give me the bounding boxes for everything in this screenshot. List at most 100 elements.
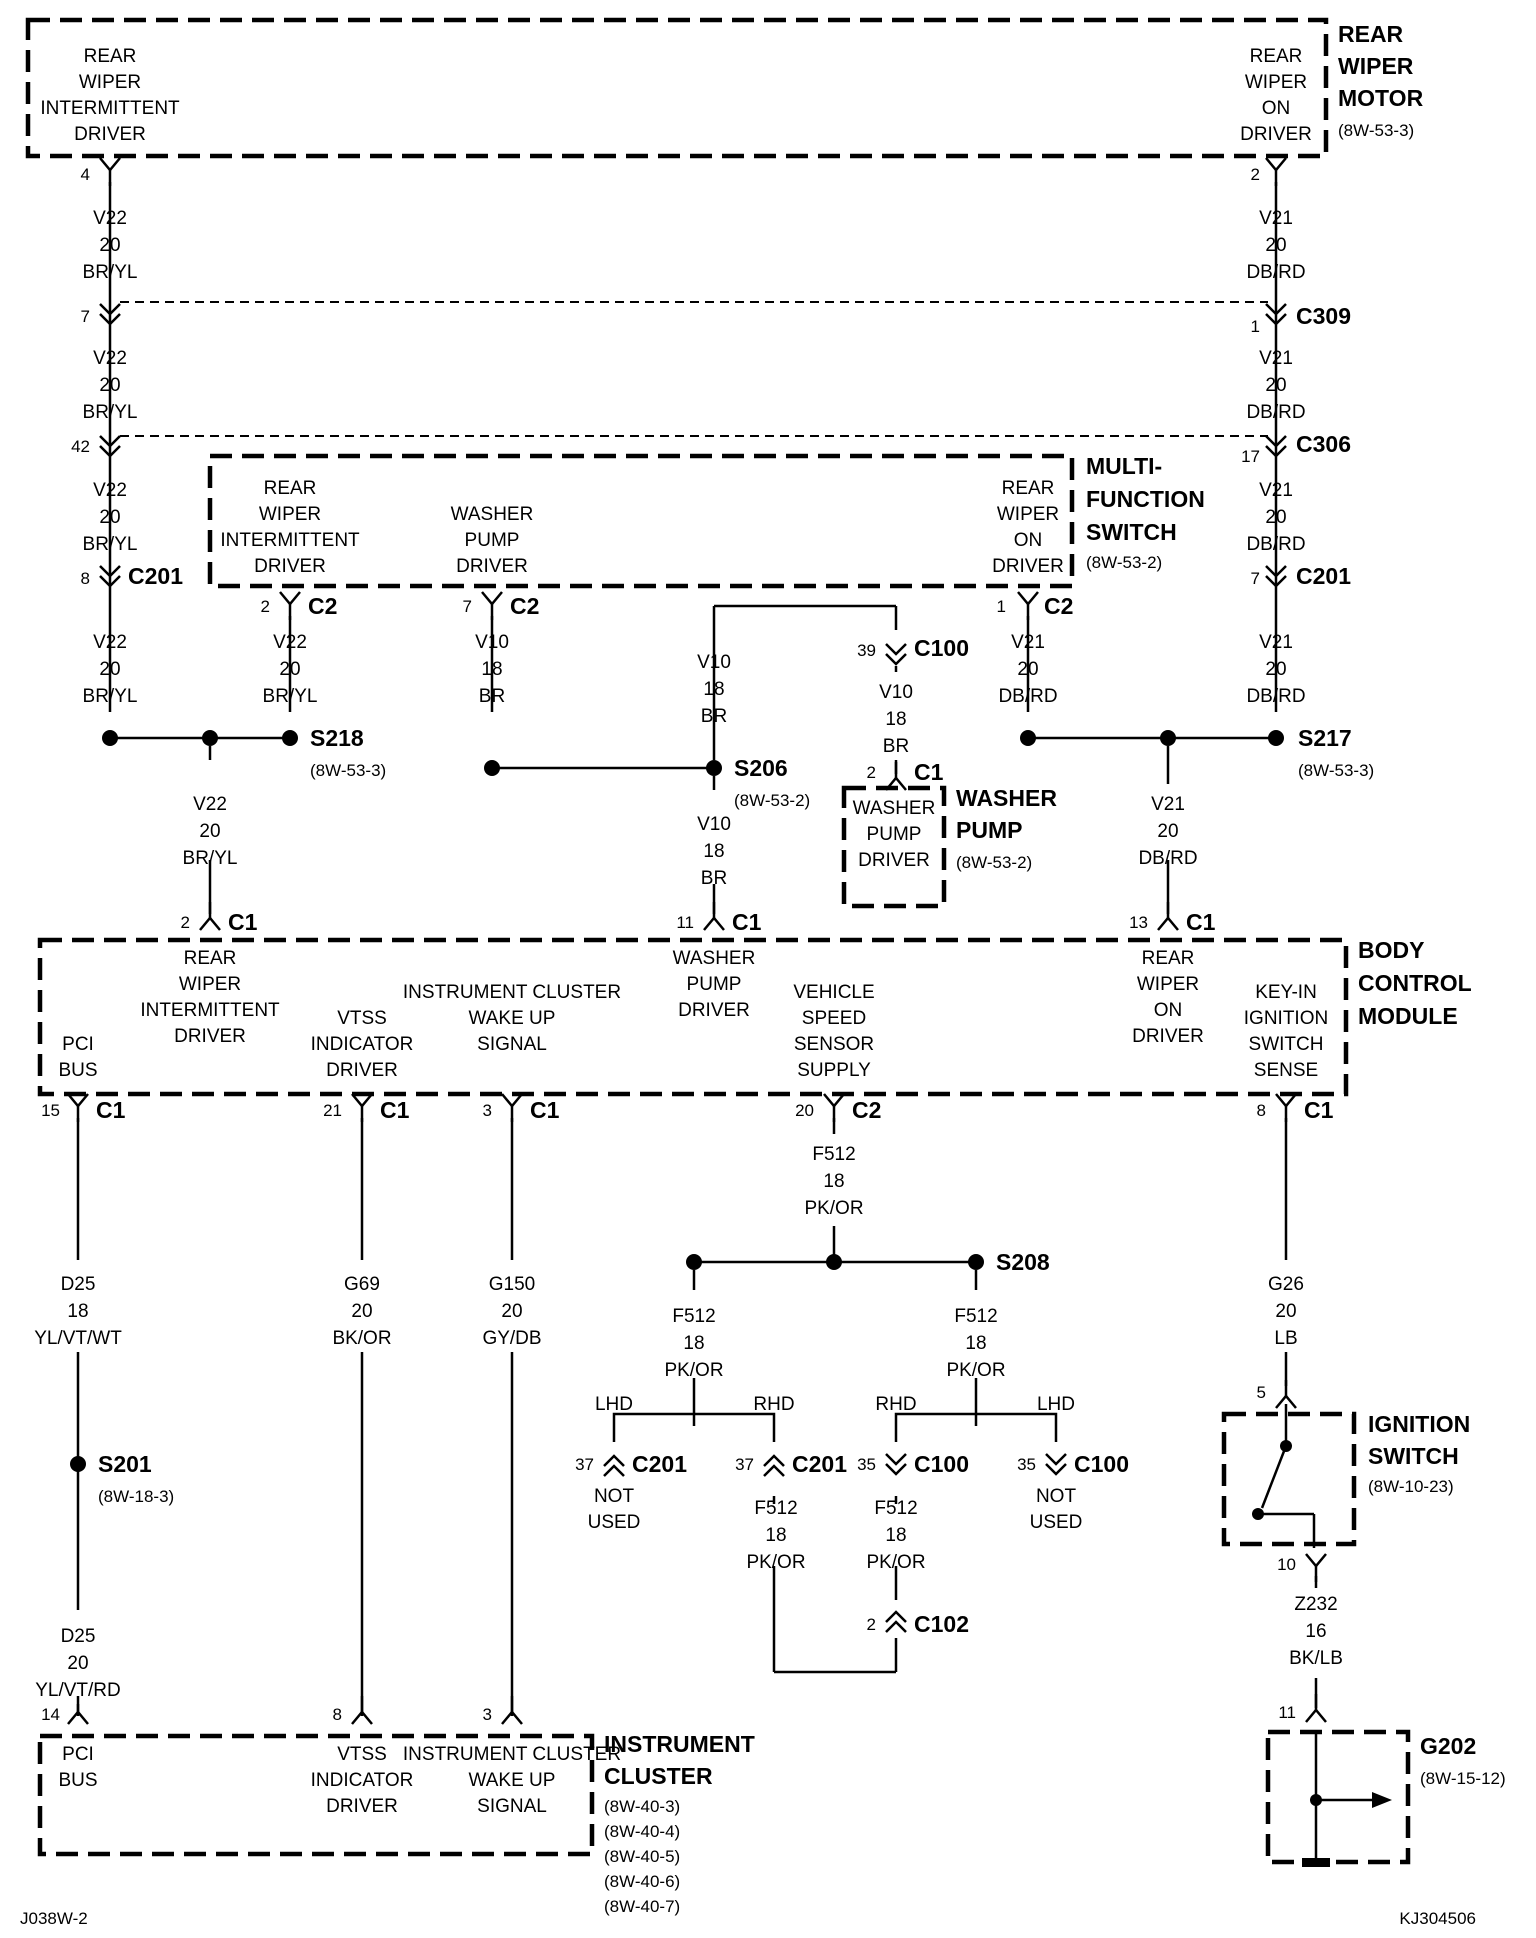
pin-number: 7: [463, 597, 472, 616]
connector-c1: C1: [380, 1097, 410, 1123]
pin-number: 21: [323, 1101, 342, 1120]
splice-dot: [686, 1254, 702, 1270]
connector-symbol: [1265, 157, 1287, 172]
pin-number: 2: [867, 1615, 876, 1634]
pin-number: 1: [997, 597, 1006, 616]
pin-number: 3: [483, 1101, 492, 1120]
connector-symbol: [1265, 565, 1287, 578]
connector-symbol: [1265, 445, 1287, 458]
connector-c100: C100: [914, 1451, 969, 1477]
splice-dot: [1020, 730, 1036, 746]
connector-c102: C102: [914, 1611, 969, 1637]
pin-number: 8: [333, 1705, 342, 1724]
connector-symbol: [99, 445, 121, 458]
connector-c1: C1: [1186, 909, 1216, 935]
connector-c201: C201: [1296, 563, 1351, 589]
connector-c1: C1: [530, 1097, 560, 1123]
connector-symbol: [1265, 435, 1287, 448]
splice-dot: [1268, 730, 1284, 746]
pin-number: 1: [1251, 317, 1260, 336]
pin-number: 13: [1129, 913, 1148, 932]
splice-dot: [968, 1254, 984, 1270]
label-rhd: RHD: [753, 1394, 794, 1415]
connector-c100: C100: [1074, 1451, 1129, 1477]
connector-c1: C1: [228, 909, 258, 935]
connector-symbol: [1045, 1463, 1067, 1476]
splice-s217: S217: [1298, 725, 1352, 751]
pin-number: 39: [857, 641, 876, 660]
connector-c1: C1: [1304, 1097, 1334, 1123]
connector-symbol: [1305, 1708, 1327, 1723]
pin-number: 42: [71, 437, 90, 456]
connector-symbol: [99, 157, 121, 172]
connector-labels: 4 2 7 1 C309 42 17 C306 8 C201 7 C201: [71, 165, 1351, 589]
ground-ref: (8W-15-12): [1420, 1769, 1506, 1788]
splices: S218 (8W-53-3) S206 (8W-53-2) S217 (8W-5…: [102, 604, 1374, 810]
pin-number: 15: [41, 1101, 60, 1120]
pin-number: 7: [1251, 569, 1260, 588]
splice-s201: S201: [98, 1451, 152, 1477]
connector-symbol: [99, 565, 121, 578]
connector-symbol: [1265, 303, 1287, 316]
footer-right-code: KJ304506: [1399, 1909, 1476, 1928]
pin-number: 10: [1277, 1555, 1296, 1574]
label-lhd: LHD: [595, 1394, 633, 1415]
connector-c201: C201: [632, 1451, 687, 1477]
s217-ref: (8W-53-3): [1298, 761, 1374, 780]
connector-c1: C1: [914, 759, 944, 785]
connector-symbol: [1045, 1453, 1067, 1466]
splice-dot: [1160, 730, 1176, 746]
connector-c306: C306: [1296, 431, 1351, 457]
connector-c1: C1: [96, 1097, 126, 1123]
pin-number: 11: [1278, 1703, 1296, 1722]
connector-c2: C2: [308, 593, 337, 619]
connector-symbol: [99, 575, 121, 588]
connector-symbol: [1305, 1553, 1327, 1568]
connector-symbol: [603, 1464, 625, 1477]
connector-c2: C2: [1044, 593, 1073, 619]
splice-s208: S208: [996, 1249, 1050, 1275]
splice-dot: [70, 1456, 86, 1472]
connector-symbol: [279, 591, 301, 606]
s201-ref: (8W-18-3): [98, 1487, 174, 1506]
s218-ref: (8W-53-3): [310, 761, 386, 780]
pin-number: 2: [261, 597, 270, 616]
ground-title: G202: [1420, 1733, 1476, 1759]
connector-symbol: [885, 1463, 907, 1476]
pin-number: 5: [1257, 1383, 1266, 1402]
arrow-right-icon: [1372, 1792, 1392, 1808]
connector-symbol: [99, 313, 121, 326]
connector-symbol: [885, 1620, 907, 1633]
connector-c100: C100: [914, 635, 969, 661]
connector-symbol: [1017, 591, 1039, 606]
pin-number: 3: [483, 1705, 492, 1724]
connector-symbol: [1265, 313, 1287, 326]
splice-s218: S218: [310, 725, 364, 751]
